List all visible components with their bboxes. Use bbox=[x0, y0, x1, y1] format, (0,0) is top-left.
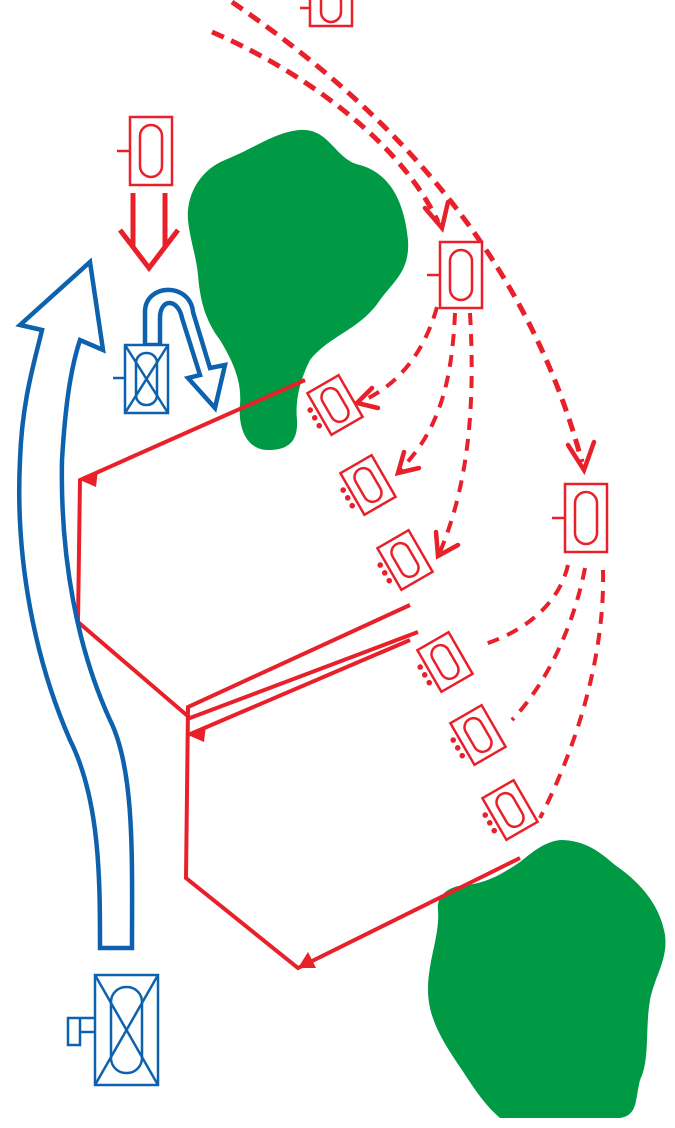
fan-route-4 bbox=[482, 565, 568, 645]
friendly-unit-north bbox=[427, 242, 482, 308]
enemy-unit-large bbox=[68, 975, 158, 1085]
deployed-unit-1 bbox=[300, 375, 363, 439]
deployed-unit-6 bbox=[475, 780, 538, 844]
forest-upper bbox=[188, 130, 408, 450]
fan-route-1-head bbox=[357, 388, 378, 408]
deployed-unit-3 bbox=[370, 530, 433, 594]
fan-route-2-head bbox=[398, 452, 419, 473]
fan-route-3 bbox=[440, 313, 472, 552]
double-arrow-down bbox=[120, 193, 178, 268]
fan-route-3-head bbox=[436, 532, 458, 556]
blue-main-arrow bbox=[19, 262, 132, 948]
approach-route-b-head bbox=[568, 442, 594, 470]
enemy-unit-small bbox=[113, 345, 168, 413]
friendly-unit-staging bbox=[117, 117, 172, 185]
deployed-unit-5 bbox=[443, 705, 506, 769]
fan-route-6 bbox=[540, 570, 603, 818]
friendly-unit-east bbox=[552, 484, 607, 552]
friendly-unit-top bbox=[300, 0, 352, 26]
fan-route-5 bbox=[512, 568, 585, 720]
deployed-unit-2 bbox=[333, 455, 396, 519]
forest-lower bbox=[428, 840, 665, 1118]
deployed-unit-4 bbox=[410, 632, 473, 696]
